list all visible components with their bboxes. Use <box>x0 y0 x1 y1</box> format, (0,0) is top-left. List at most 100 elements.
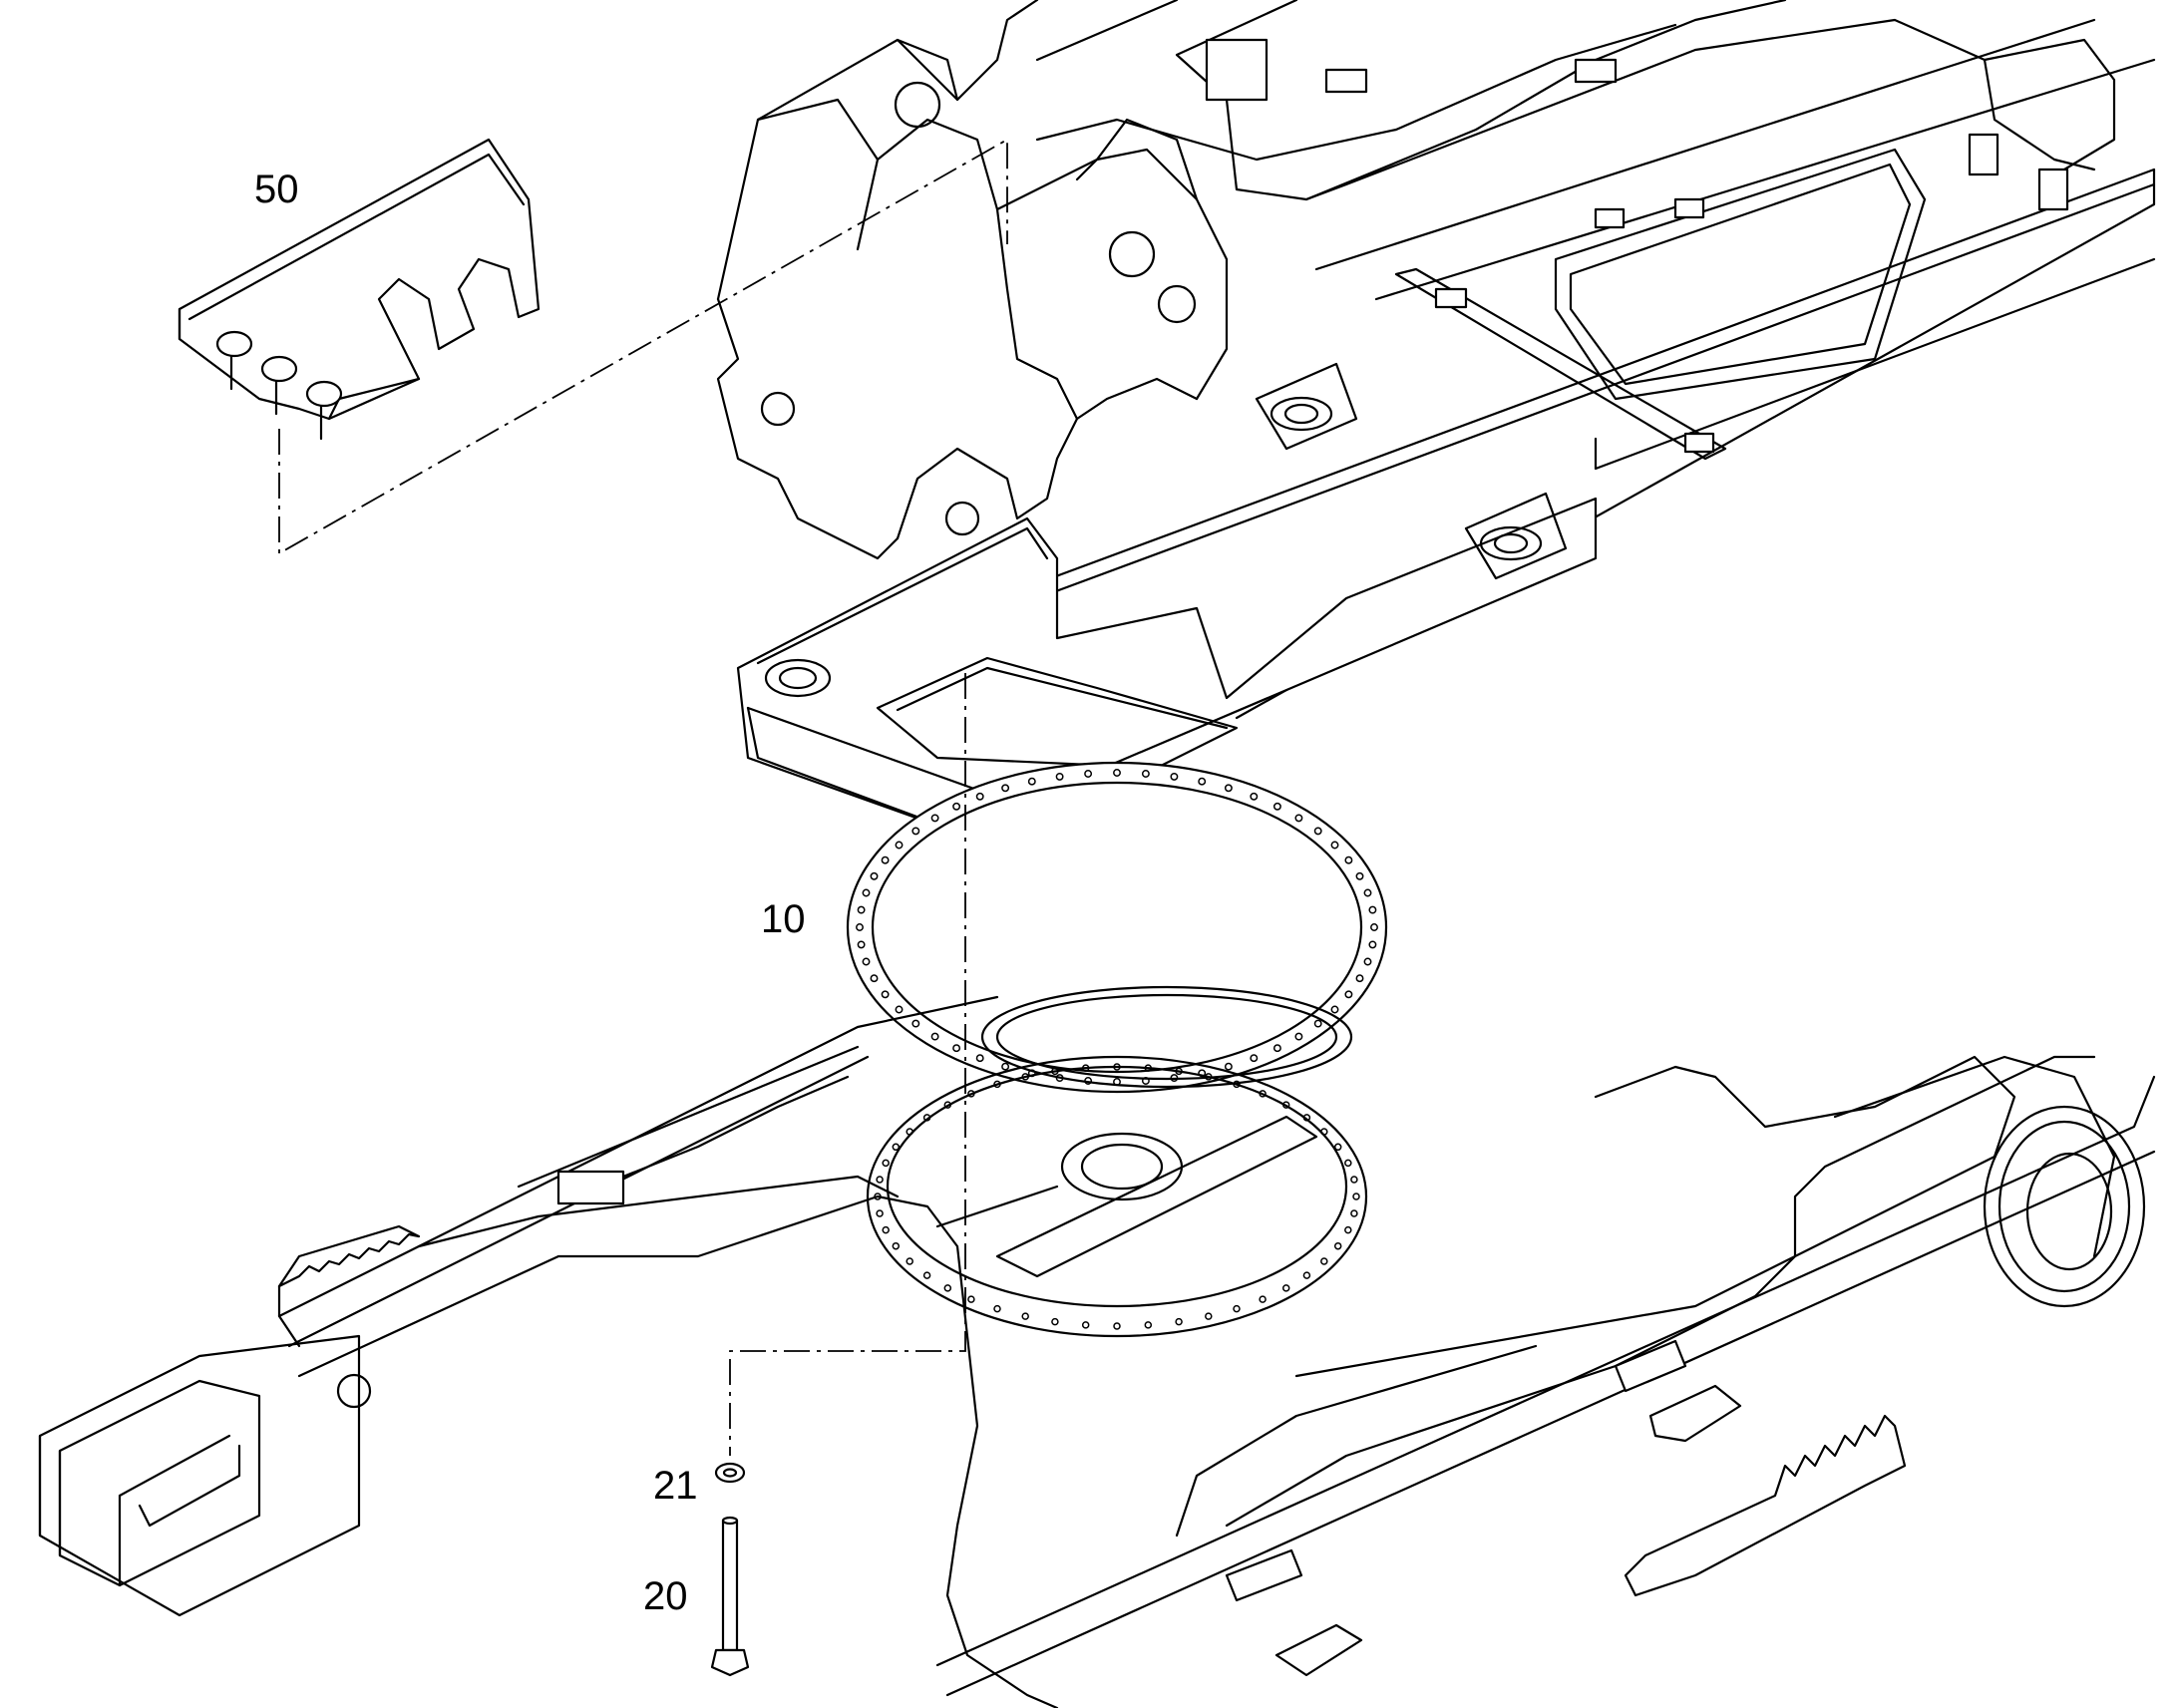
bolt-hole <box>1051 1067 1059 1076</box>
bolt-hole <box>1224 784 1233 793</box>
bolt-hole <box>975 1054 984 1063</box>
bolt-hole <box>967 1295 975 1303</box>
bolt-hole <box>1344 855 1353 864</box>
bolt-hole <box>1313 1019 1322 1028</box>
bolt-hole <box>1113 769 1121 777</box>
bolt-hole <box>1363 957 1372 966</box>
bolt-hole <box>1302 1271 1311 1279</box>
bolt-hole <box>1368 905 1377 914</box>
bolt-hole <box>1320 1128 1328 1136</box>
bolt-hole <box>1081 1064 1090 1072</box>
bolt-hole <box>895 841 904 850</box>
bolt-hole <box>952 802 961 811</box>
bracket-part-50 <box>178 138 541 441</box>
bolt-hole <box>876 1209 884 1217</box>
bolt-hole <box>1350 1209 1358 1217</box>
bolt-hole <box>1320 1257 1328 1265</box>
bolt-hole <box>1175 1067 1183 1076</box>
bolt-hole <box>1272 1044 1281 1053</box>
bolt-hole <box>1021 1073 1029 1081</box>
bolt-hole <box>882 1225 890 1234</box>
bolt-hole <box>1333 1143 1342 1152</box>
bolt-hole <box>922 1114 931 1122</box>
bolt-hole <box>881 990 890 999</box>
bolt-hole <box>1363 888 1372 897</box>
bolt-hole <box>1352 1193 1360 1200</box>
bolt-hole <box>930 814 939 823</box>
bolt-hole <box>1302 1114 1311 1122</box>
bolt-hole <box>1350 1176 1358 1184</box>
swing-ring-bolt-holes <box>856 769 1378 1086</box>
bolt-hole <box>967 1090 975 1098</box>
assembly-center-lines <box>278 138 1008 1456</box>
bolt-hole <box>975 792 984 801</box>
callout-labels: 50 10 21 20 <box>254 168 806 1618</box>
swing-bearing-part-10 <box>846 761 1388 1094</box>
bolt-hole <box>906 1257 913 1265</box>
bolt-hole <box>1330 841 1339 850</box>
bolt-hole <box>870 871 879 880</box>
bolt-hole <box>1355 871 1364 880</box>
bolt-hole <box>1113 1078 1121 1086</box>
bolt-hole <box>1205 1312 1213 1320</box>
bolt-hole <box>892 1241 901 1250</box>
bolt-hole <box>1294 1032 1303 1041</box>
lower-track-frame <box>38 995 2156 1708</box>
callout-50: 50 <box>254 168 299 211</box>
bolt-hole <box>952 1044 961 1053</box>
bolt-hole <box>1368 940 1377 949</box>
callout-21: 21 <box>653 1464 698 1508</box>
bolt-hole <box>1144 1064 1153 1072</box>
bolt-hole <box>1081 1321 1090 1329</box>
bolt-hole <box>1141 770 1150 778</box>
lower-seat-bolt-holes <box>874 1063 1360 1330</box>
bolt-hole <box>857 905 866 914</box>
bolt-hole <box>1175 1317 1183 1326</box>
bolt-hole <box>1294 814 1303 823</box>
bolt-hole <box>1113 1063 1121 1071</box>
bolt-hole <box>874 1193 882 1200</box>
bolt-hole <box>1021 1312 1029 1320</box>
bolt-heads <box>215 330 343 441</box>
bolt-hole <box>881 855 890 864</box>
bolt-hole <box>1250 1054 1259 1063</box>
bolt-hole <box>862 888 871 897</box>
bolt-hole <box>862 957 871 966</box>
bolt-hole <box>1344 1225 1352 1234</box>
bolt-hole <box>1144 1321 1153 1329</box>
bolt-hole <box>993 1304 1001 1313</box>
bolt-hole <box>1113 1322 1121 1330</box>
bolt-hole <box>1141 1077 1150 1085</box>
bolt-hole <box>1001 784 1010 793</box>
bolt-hole <box>1233 1304 1241 1313</box>
bolt-hole <box>930 1032 939 1041</box>
bolt-hole <box>876 1176 884 1184</box>
bolt-hole <box>895 1005 904 1014</box>
bolt-hole <box>1313 827 1322 836</box>
bolt-hole <box>1170 1074 1179 1083</box>
bolt-hole <box>1272 802 1281 811</box>
bolt-hole <box>1051 1317 1059 1326</box>
bolt-hole <box>1259 1090 1267 1098</box>
upper-frame <box>716 0 2156 859</box>
bolt-hole <box>1233 1080 1241 1089</box>
bolt-hole <box>906 1128 913 1136</box>
bolt-hole <box>1355 974 1364 983</box>
bolt-hole <box>1224 1062 1233 1071</box>
callout-10: 10 <box>761 897 806 941</box>
bolt-hole <box>856 923 864 931</box>
bolt-part-20 <box>710 1516 750 1677</box>
bolt-hole <box>1333 1241 1342 1250</box>
bolt-hole <box>882 1159 890 1168</box>
bolt-hole <box>1259 1295 1267 1303</box>
bolt-hole <box>1055 1074 1064 1083</box>
bolt-hole <box>1084 770 1093 778</box>
bolt-hole <box>1084 1077 1093 1085</box>
bolt-hole <box>1001 1062 1010 1071</box>
bolt-hole <box>943 1101 952 1109</box>
bolt-hole <box>892 1143 901 1152</box>
bolt-hole <box>911 827 920 836</box>
bolt-hole <box>1344 1159 1352 1168</box>
bolt-hole <box>1198 777 1207 786</box>
